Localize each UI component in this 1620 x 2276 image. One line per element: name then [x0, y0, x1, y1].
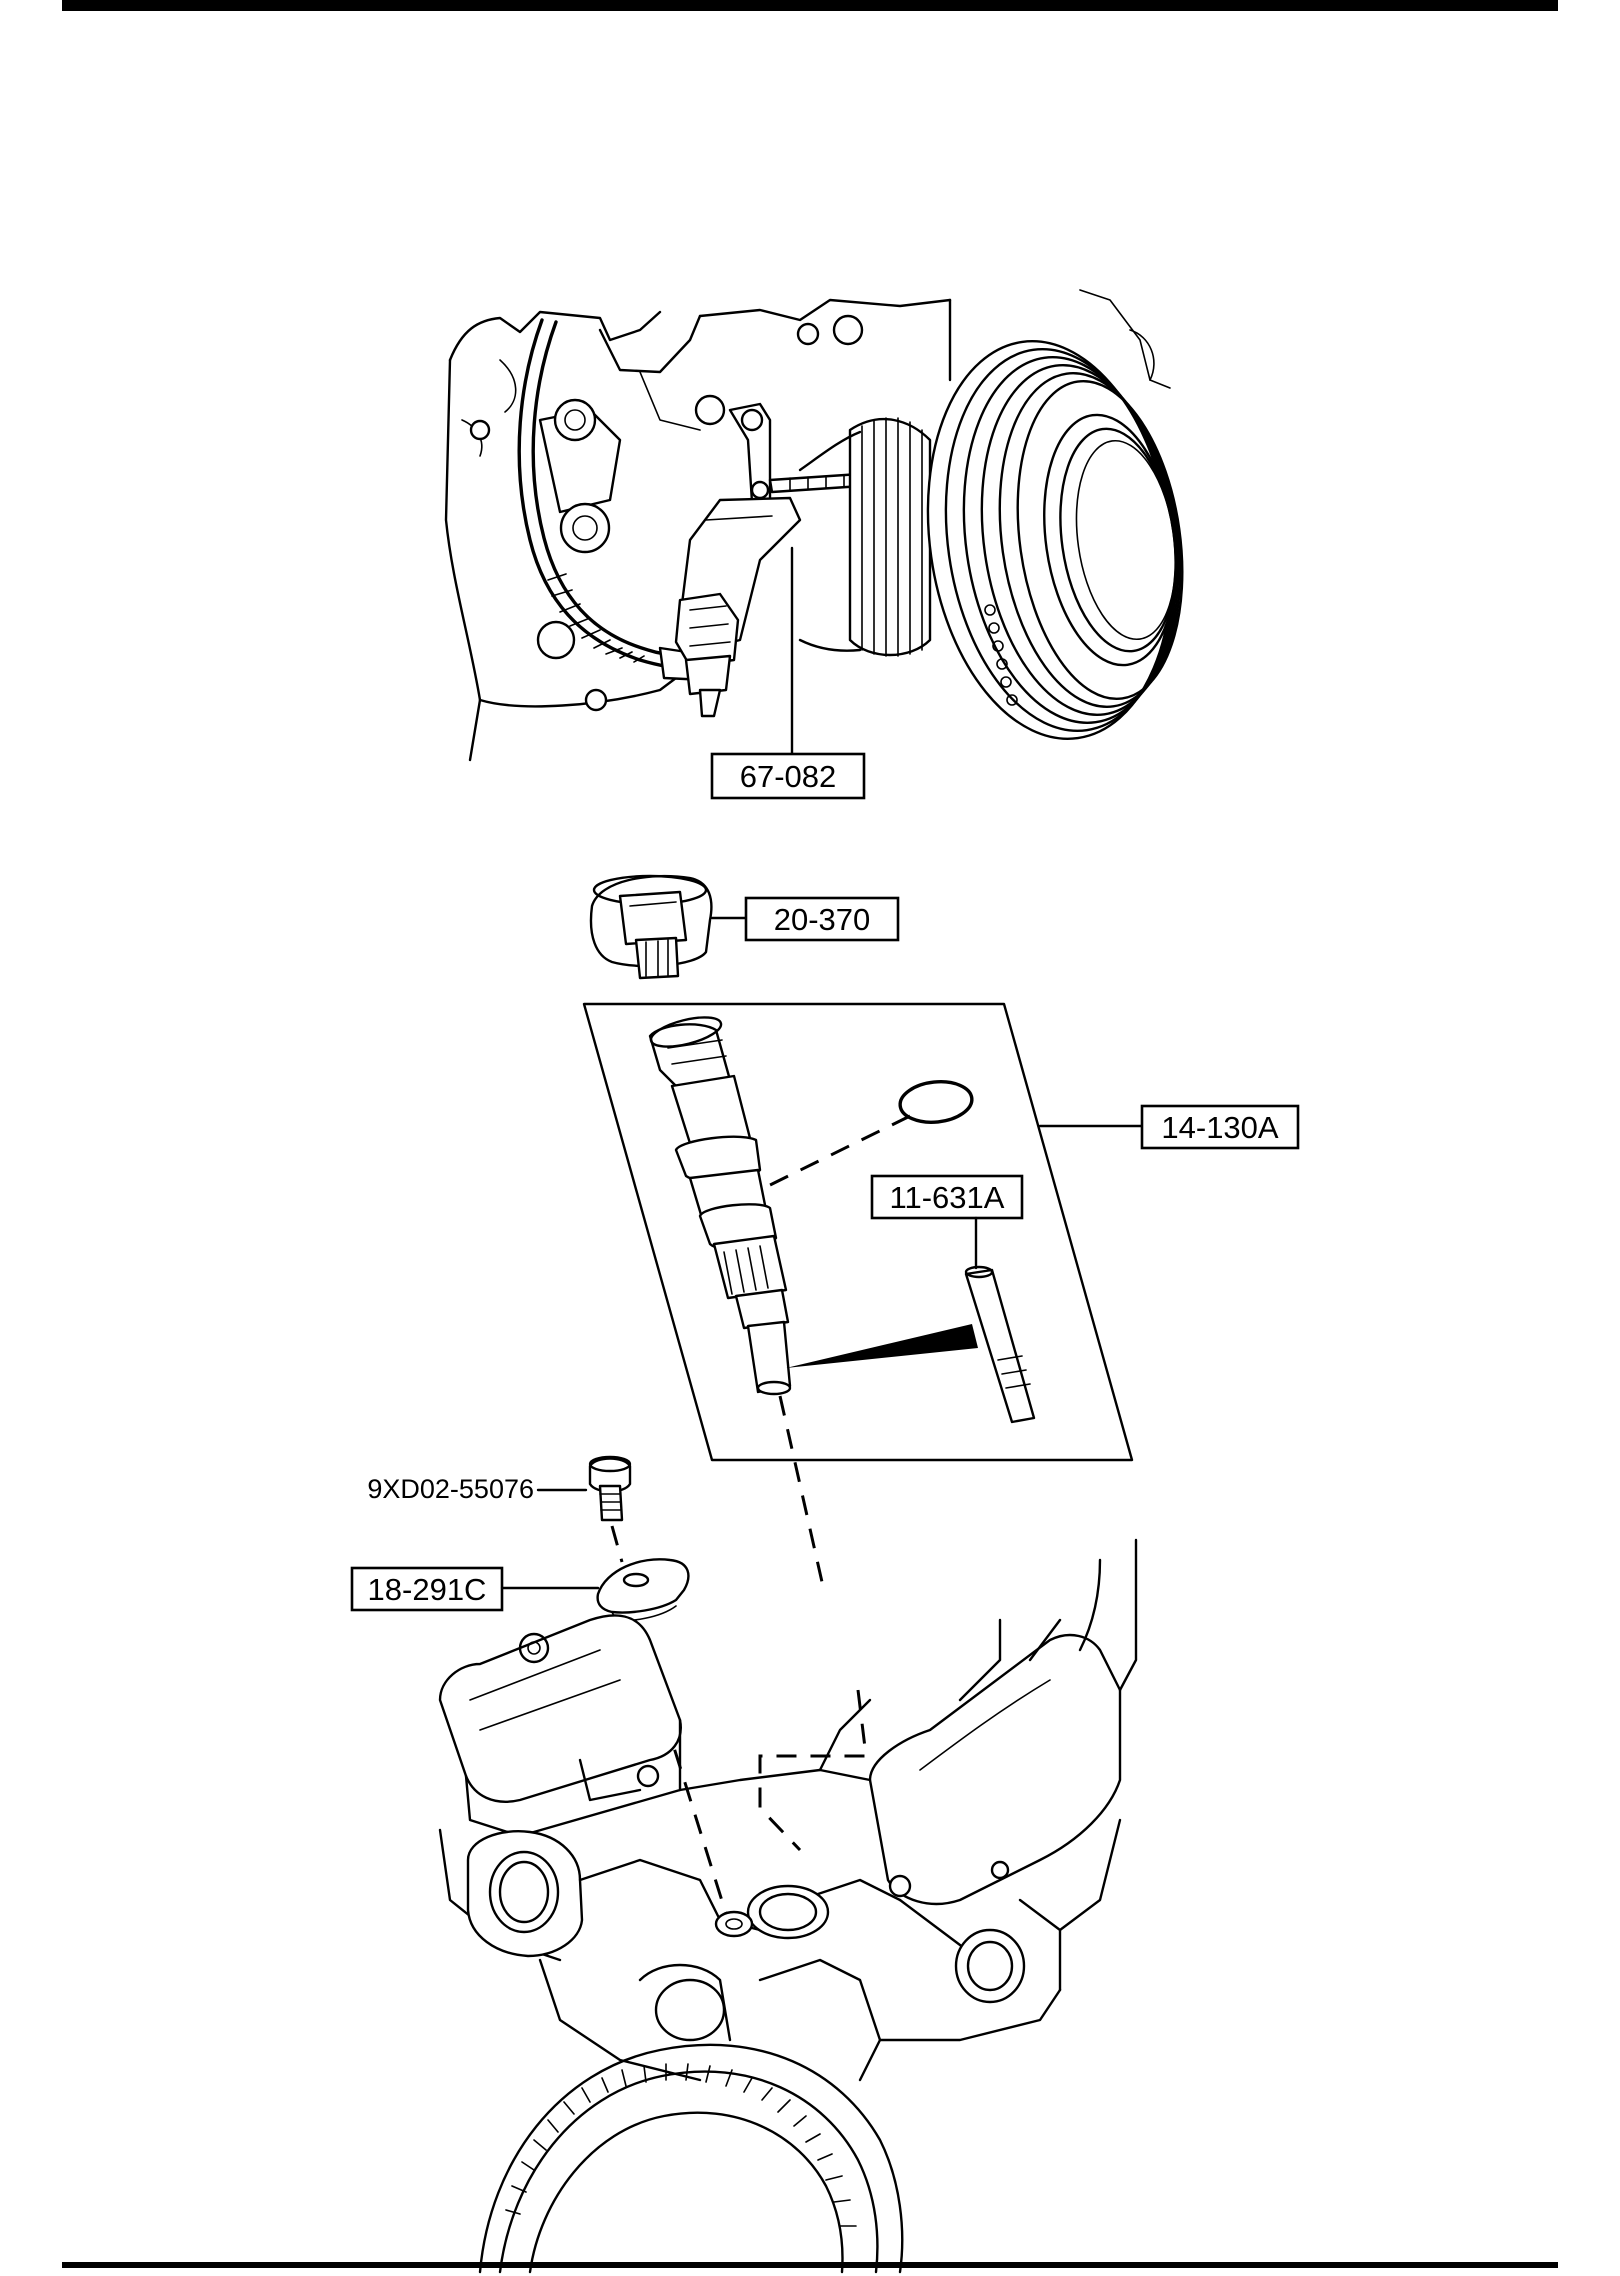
- callout-text-14-130A: 14-130A: [1161, 1110, 1279, 1145]
- flywheel-teeth: [505, 2063, 857, 2227]
- callout-text-11-631A: 11-631A: [890, 1180, 1005, 1215]
- callout-bracket: 18-291C: [350, 1566, 504, 1612]
- callout-connector: 20-370: [744, 896, 900, 942]
- engine-front-illustration: [444, 289, 1184, 762]
- o-ring: [898, 1080, 974, 1124]
- callout-sensor-assembly: 67-082: [710, 752, 866, 800]
- callout-text-18-291C: 18-291C: [368, 1572, 487, 1607]
- pointer-wedge: [786, 1324, 978, 1368]
- engine-block-illustration: [438, 1538, 1138, 2274]
- crankshaft-position-sensor: [648, 1016, 792, 1396]
- alignment-pin: [964, 1265, 1036, 1424]
- callout-text-9XD02-55076: 9XD02-55076: [367, 1474, 534, 1504]
- callout-text-67-082: 67-082: [740, 759, 837, 794]
- reluctor-teeth: [861, 417, 923, 657]
- connector-illustration: [589, 874, 713, 980]
- bolt-install-path-1: [610, 1525, 624, 1563]
- bolt: [588, 1455, 632, 1522]
- bracket: [596, 1558, 690, 1622]
- callout-pin: 11-631A: [870, 1174, 1024, 1220]
- sensor-install-path: [778, 1395, 824, 1583]
- kit-frame: [582, 1002, 1134, 1462]
- bottom-rule: [62, 2262, 1558, 2268]
- sensor-bore-path: [758, 1689, 868, 1852]
- top-rule: [62, 0, 1558, 11]
- callout-text-20-370: 20-370: [774, 902, 871, 937]
- callout-kit: 14-130A: [1140, 1104, 1300, 1150]
- o-ring-dashed-path: [767, 1114, 911, 1188]
